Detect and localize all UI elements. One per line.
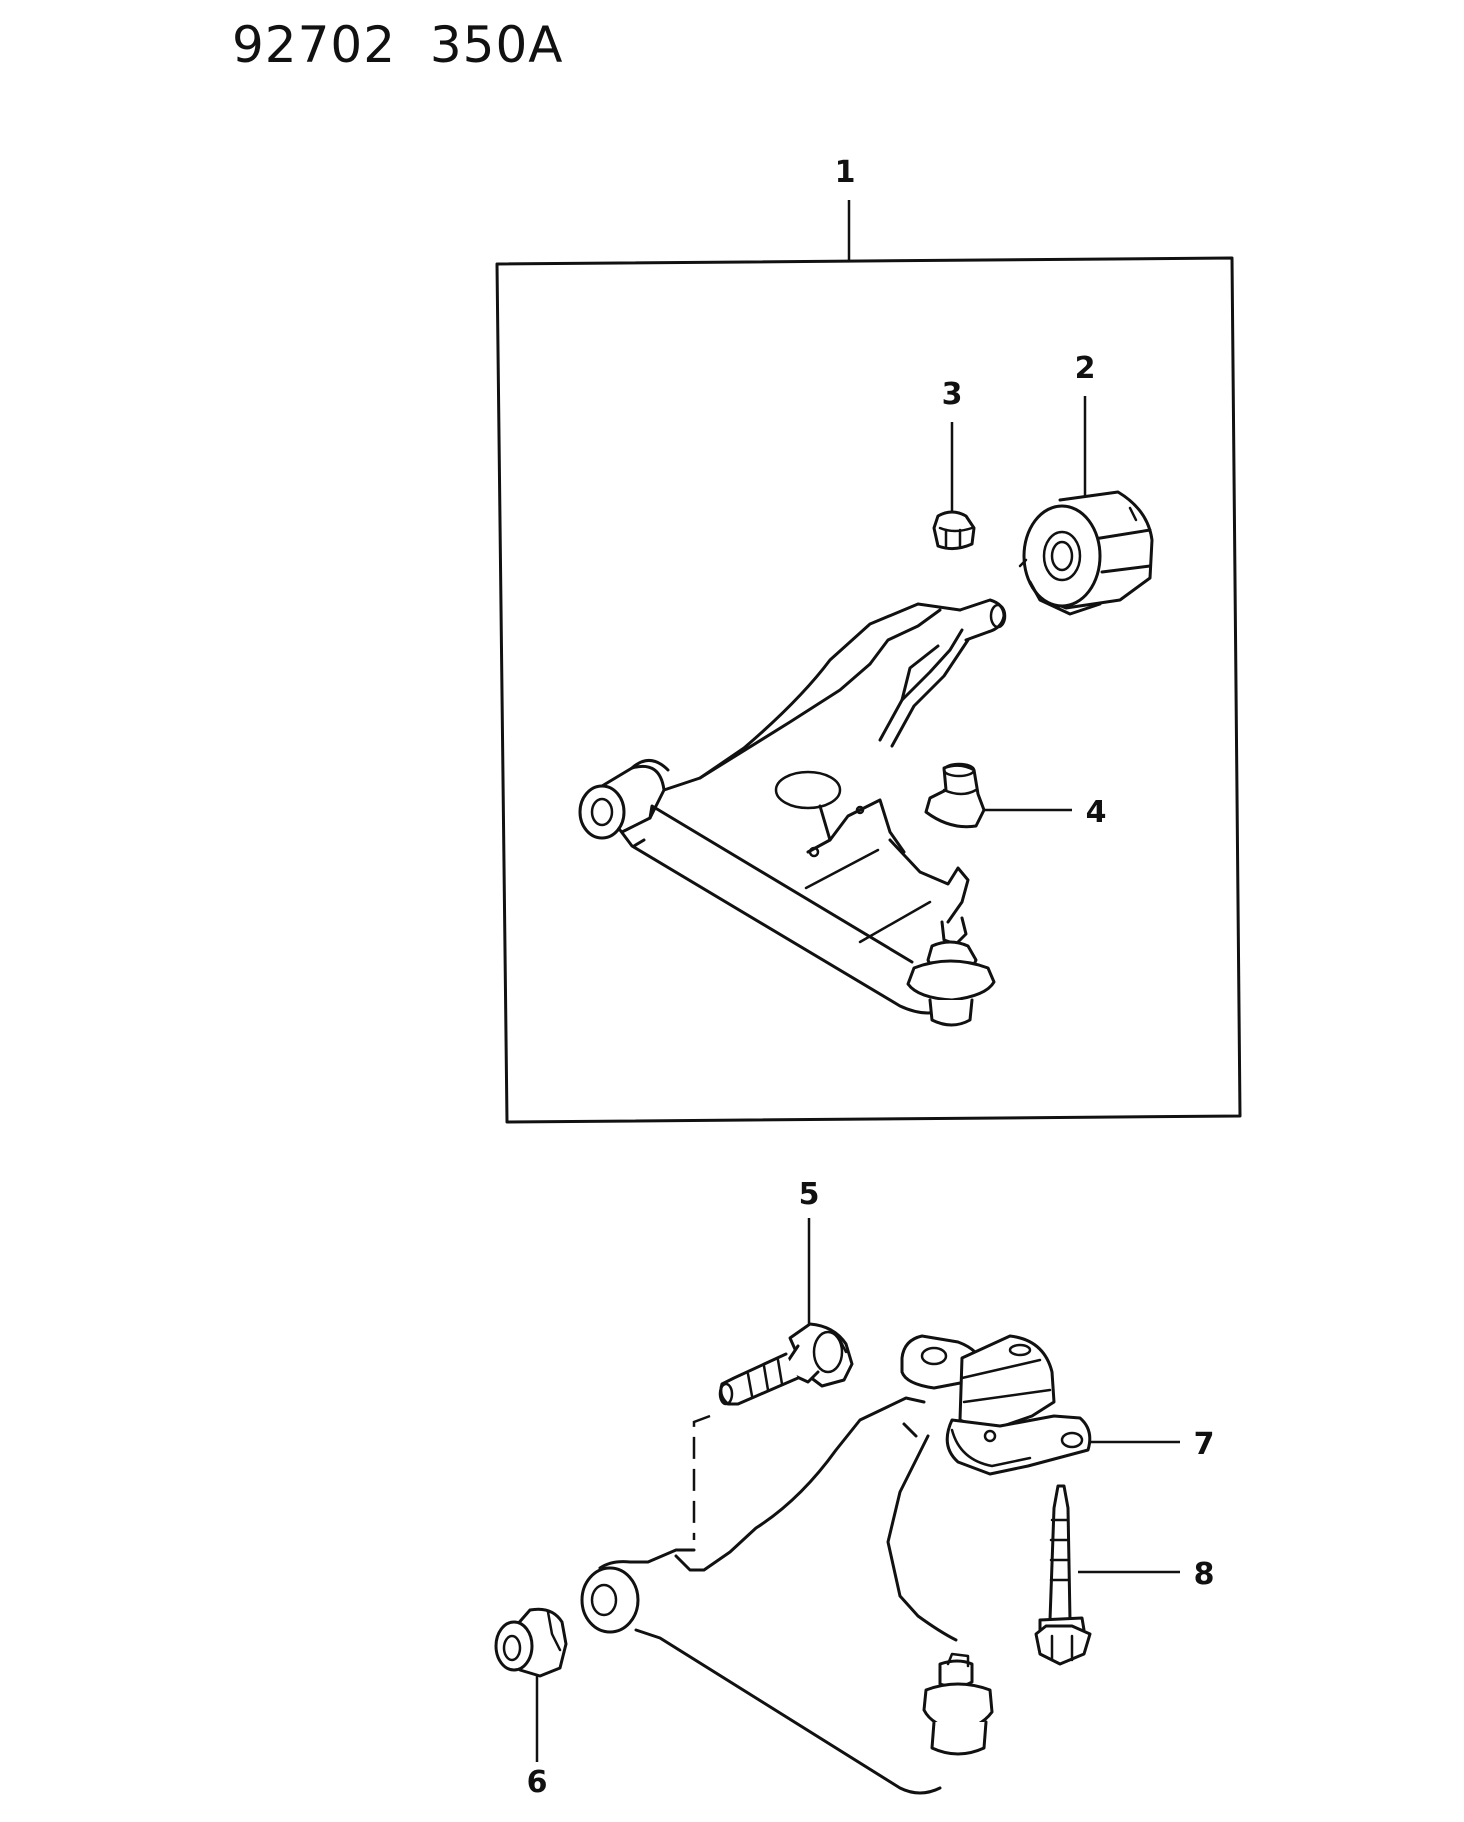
part-3-nut: 3 [932, 377, 976, 551]
callout-7-label: 7 [1194, 1427, 1215, 1462]
diagram-code: 92702 350A [232, 16, 563, 74]
assembly-kit-frame [495, 256, 1242, 1124]
callout-6-label: 6 [527, 1765, 548, 1800]
part-6-bushing: 6 [494, 1607, 568, 1800]
callout-4-label: 4 [1086, 795, 1107, 830]
callout-2-label: 2 [1075, 351, 1096, 386]
callout-5-label: 5 [799, 1177, 820, 1212]
assembly-path-line [692, 1414, 711, 1540]
part-5-bolt: 5 [718, 1177, 854, 1406]
part-8-bolt: 8 [1034, 1484, 1215, 1666]
part-2-bushing: 2 [1018, 351, 1154, 616]
callout-3-label: 3 [942, 377, 963, 412]
control-arm-outline [580, 1396, 994, 1795]
callout-8-label: 8 [1194, 1557, 1215, 1592]
control-arm-assembly [578, 598, 1007, 1027]
part-7-bracket: 7 [900, 1334, 1215, 1476]
callout-1-label: 1 [835, 155, 856, 190]
callout-1: 1 [835, 155, 856, 262]
part-4-boot: 4 [924, 762, 1107, 830]
